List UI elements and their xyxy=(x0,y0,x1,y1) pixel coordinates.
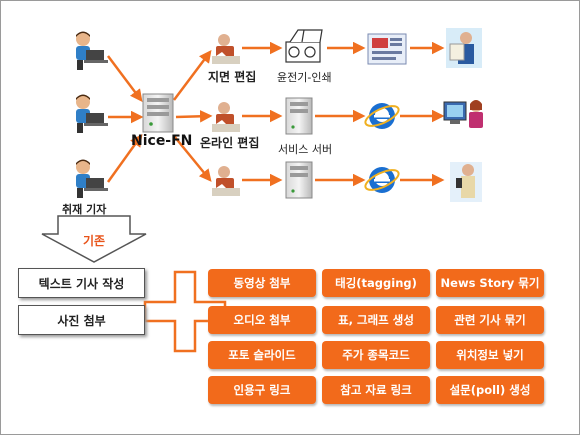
legacy-down-arrow xyxy=(41,215,147,263)
reporter-icon xyxy=(76,94,108,133)
computer-user-icon xyxy=(443,100,483,128)
plus-sign xyxy=(143,270,227,353)
legacy-label: 기존 xyxy=(82,234,106,248)
feature-stock-code: 주가 종목코드 xyxy=(322,341,430,369)
service-server-label: 서비스 서버 xyxy=(278,143,333,156)
service-server-icon xyxy=(285,97,313,135)
online-edit-label: 온라인 편집 xyxy=(200,136,260,150)
editor-icon xyxy=(212,34,240,64)
feature-table-graph: 표, 그래프 생성 xyxy=(322,306,430,334)
editor-icon xyxy=(212,166,240,196)
feature-tagging: 태깅(tagging) xyxy=(322,269,430,297)
legacy-item-photo-attach: 사진 첨부 xyxy=(18,305,145,335)
feature-news-story-group: News Story 묶기 xyxy=(436,269,544,297)
row-arrows xyxy=(242,41,445,187)
feature-related-articles: 관련 기사 묶기 xyxy=(436,306,544,334)
print-edit-label: 지면 편집 xyxy=(208,70,257,84)
reporter-label: 취재 기자 xyxy=(62,203,107,216)
newspaper-icon xyxy=(367,33,407,65)
reporter-arrows xyxy=(106,55,144,183)
reporter-icon xyxy=(76,31,108,70)
internet-explorer-icon xyxy=(364,103,400,129)
editor-icon xyxy=(212,102,240,132)
arrow-hub-service xyxy=(173,135,212,182)
internet-explorer-icon xyxy=(364,167,400,193)
feature-photo-slide: 포토 슬라이드 xyxy=(208,341,316,369)
hub-arrows xyxy=(173,50,213,182)
printing-press-icon xyxy=(285,29,323,63)
hub-label: Nice-FN xyxy=(131,133,193,149)
arrow-hub-print xyxy=(173,50,212,101)
newspaper-reader-icon xyxy=(446,28,482,68)
reporter-icon xyxy=(76,159,108,198)
feature-video-attach: 동영상 첨부 xyxy=(208,269,316,297)
feature-audio-attach: 오디오 첨부 xyxy=(208,306,316,334)
service-server-icon xyxy=(285,161,313,199)
feature-quote-link: 인용구 링크 xyxy=(208,376,316,404)
arrow-reporter-1 xyxy=(107,55,143,102)
arrow-reporter-3 xyxy=(106,133,143,183)
feature-poll-create: 설문(poll) 생성 xyxy=(436,376,544,404)
arrow-hub-online xyxy=(175,110,213,123)
mobile-user-icon xyxy=(450,162,482,202)
feature-reference-link: 참고 자료 링크 xyxy=(322,376,430,404)
legacy-item-text-article: 텍스트 기사 작성 xyxy=(18,268,145,298)
press-label: 윤전기-인쇄 xyxy=(277,71,332,84)
feature-location-info: 위치정보 넣기 xyxy=(436,341,544,369)
hub-server-icon xyxy=(142,93,174,133)
